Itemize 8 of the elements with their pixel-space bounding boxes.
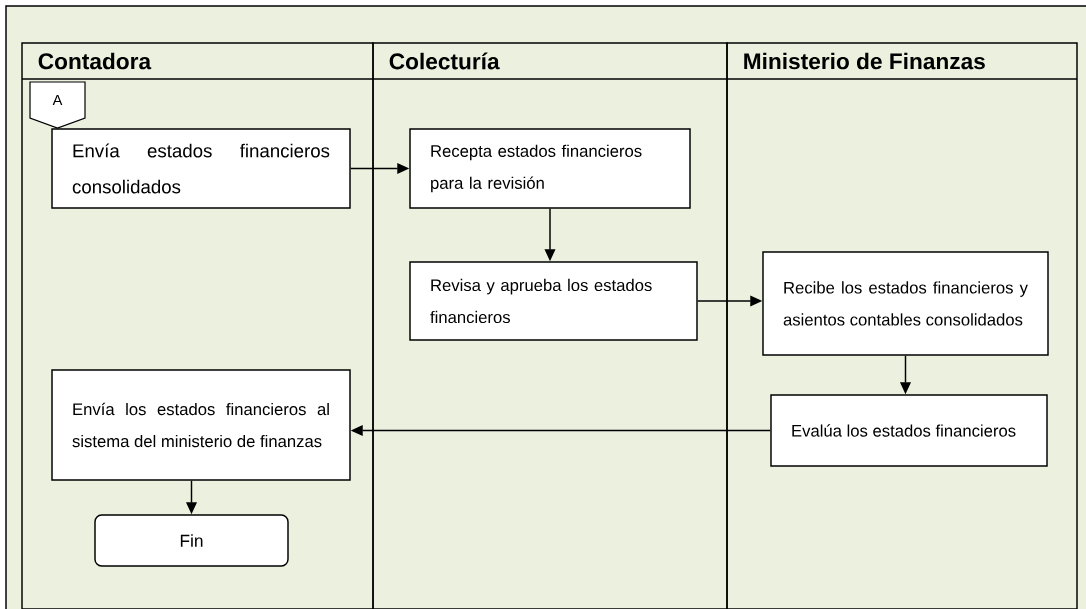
process-box: Envía los estados financieros al sistema del ministerio de finanzas: [51, 369, 351, 481]
off-page-connector: A: [29, 81, 86, 129]
process-box: Evalúa los estados financieros: [770, 394, 1048, 467]
end-terminal: Fin: [94, 514, 289, 567]
process-box: Recibe los estados financieros y asientos contables consolidados: [762, 251, 1049, 356]
process-box: Revisa y aprueba los estados financieros: [409, 261, 698, 341]
process-box: Envía estados financieros consolidados: [51, 128, 351, 209]
process-box: Recepta estados financieros para la revisión: [409, 128, 691, 209]
